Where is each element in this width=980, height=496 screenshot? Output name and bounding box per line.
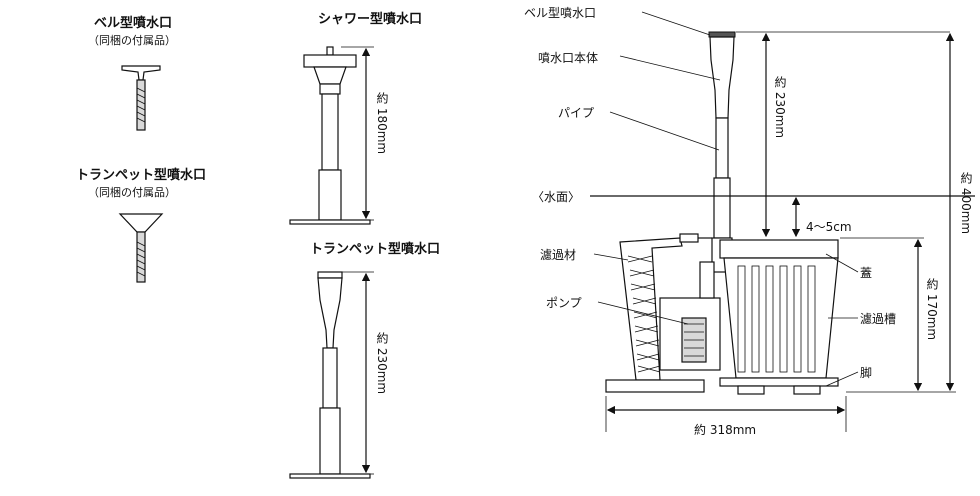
trumpet-height-label: 約 230mm xyxy=(375,332,389,395)
lid-label: 蓋 xyxy=(860,266,873,280)
shower-height-label: 約 180mm xyxy=(375,92,389,155)
total-height-label: 約 400mm xyxy=(959,172,973,235)
shower-nozzle-title: シャワー型噴水口 xyxy=(318,12,423,27)
width-label: 約 318mm xyxy=(694,423,757,437)
trumpet-nozzle-accessory xyxy=(118,213,164,283)
bell-nozzle-accessory xyxy=(121,65,161,131)
bell-nozzle-label: ベル型噴水口 xyxy=(524,6,597,20)
tank-height-label: 約 170mm xyxy=(925,278,939,341)
pump-label: ポンプ xyxy=(546,296,582,310)
filter-tank-label: 濾過槽 xyxy=(860,312,897,326)
leader-lines xyxy=(593,11,859,387)
nozzle-height-label: 約 230mm xyxy=(773,76,787,139)
bell-nozzle-title: ベル型噴水口 xyxy=(94,16,173,31)
legs-label: 脚 xyxy=(860,366,873,380)
trumpet-nozzle-title: トランペット型噴水口 xyxy=(76,168,207,183)
pump-filter-assembly xyxy=(590,31,975,395)
bell-nozzle-note: （同梱の付属品） xyxy=(88,34,176,47)
trumpet-nozzle-assembly xyxy=(289,271,374,479)
shower-nozzle-assembly xyxy=(289,46,374,225)
water-surface-label: 〈水面〉 xyxy=(532,190,581,204)
pipe-label: パイプ xyxy=(558,106,595,120)
trumpet-assembly-title: トランペット型噴水口 xyxy=(310,242,441,257)
filter-media-label: 濾過材 xyxy=(540,248,577,262)
clearance-label: 4～5cm xyxy=(806,220,852,234)
trumpet-nozzle-note: （同梱の付属品） xyxy=(88,186,176,199)
nozzle-body-label: 噴水口本体 xyxy=(538,51,599,65)
main-dimension-lines xyxy=(605,31,956,432)
